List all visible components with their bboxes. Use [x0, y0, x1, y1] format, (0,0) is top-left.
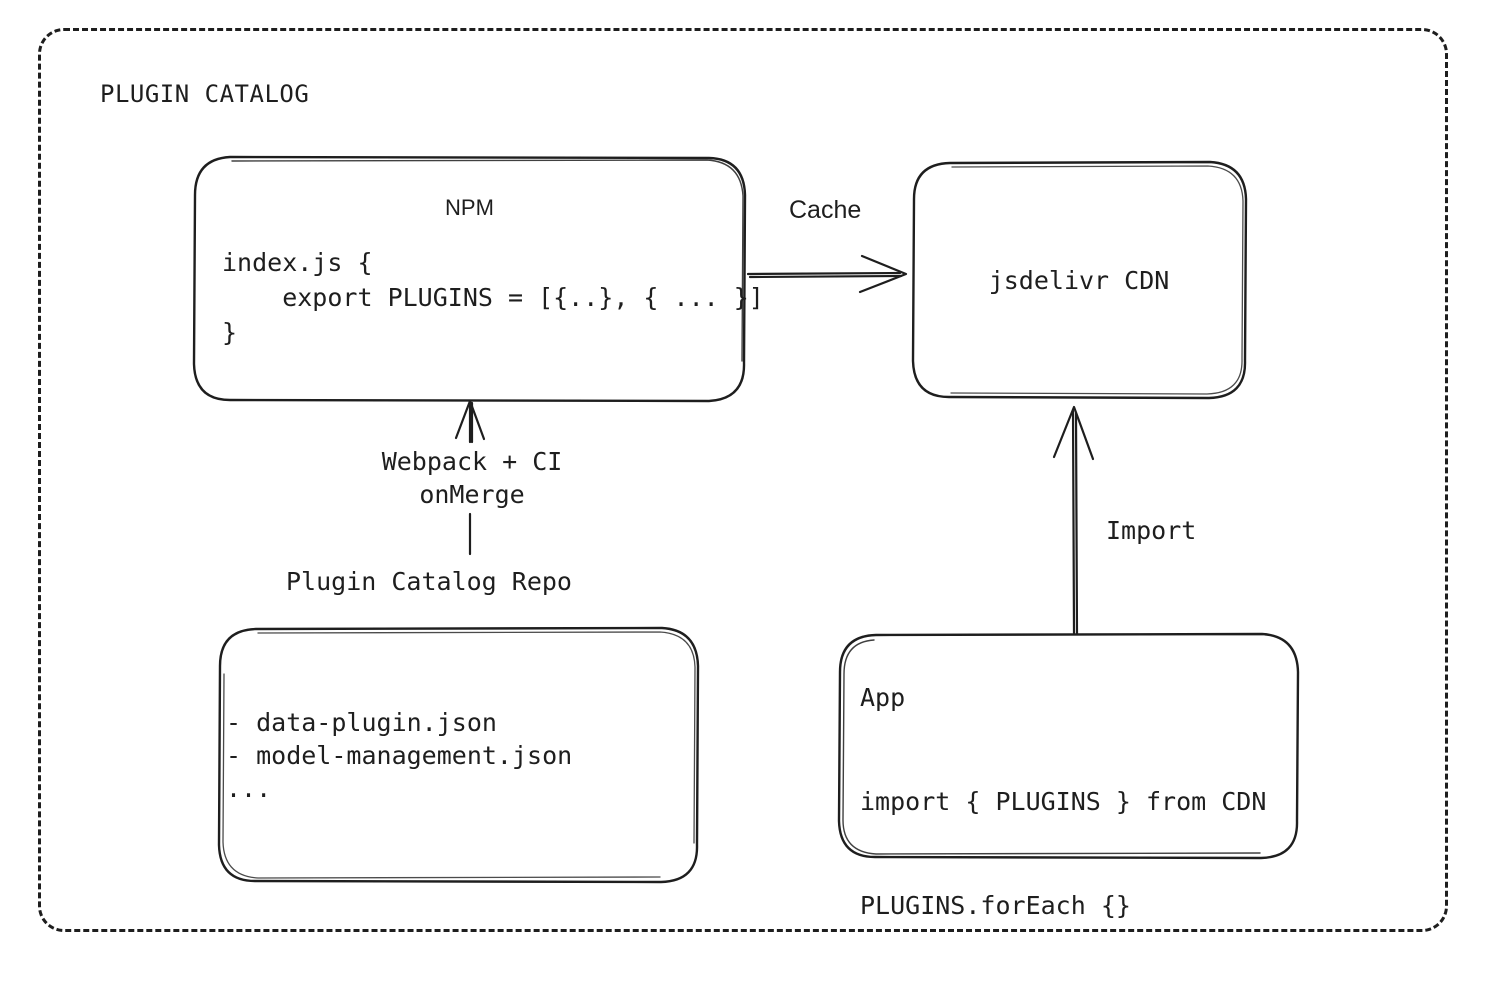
edge-label-build-line1: Webpack + CI: [381, 447, 563, 476]
edge-label-import: Import: [1106, 516, 1197, 545]
app-node-code: App import { PLUGINS } from CDN PLUGINS.…: [860, 683, 1267, 920]
edge-npm-to-cdn[interactable]: [740, 240, 920, 310]
plugin-catalog-group-frame: [38, 28, 1448, 932]
edge-repo-to-npm-tail[interactable]: [440, 510, 500, 560]
edge-label-cache: Cache: [789, 196, 862, 224]
npm-node-title: NPM: [445, 195, 494, 220]
cdn-node[interactable]: jsdelivr CDN: [910, 160, 1248, 400]
npm-node-code: index.js { export PLUGINS = [{..}, { ...…: [222, 248, 764, 347]
repo-node-outline: [217, 626, 700, 884]
edge-label-build: Webpack + CI onMerge: [372, 445, 572, 511]
plugin-catalog-group-title: PLUGIN CATALOG: [100, 80, 310, 108]
npm-node-outline: [192, 155, 747, 403]
repo-node[interactable]: - data-plugin.json - model-management.js…: [216, 626, 700, 884]
edge-repo-to-npm-head[interactable]: [440, 398, 500, 448]
npm-node[interactable]: NPM index.js { export PLUGINS = [{..}, {…: [192, 155, 764, 403]
repo-node-code: - data-plugin.json - model-management.js…: [226, 708, 573, 803]
edge-label-build-line2: onMerge: [419, 480, 525, 509]
app-node[interactable]: App import { PLUGINS } from CDN PLUGINS.…: [836, 632, 1300, 920]
repo-node-caption: Plugin Catalog Repo: [286, 567, 572, 596]
app-node-outline: [837, 632, 1300, 860]
edge-app-to-cdn[interactable]: [1040, 395, 1120, 640]
cdn-node-outline: [911, 160, 1248, 400]
cdn-node-label: jsdelivr CDN: [988, 265, 1170, 295]
